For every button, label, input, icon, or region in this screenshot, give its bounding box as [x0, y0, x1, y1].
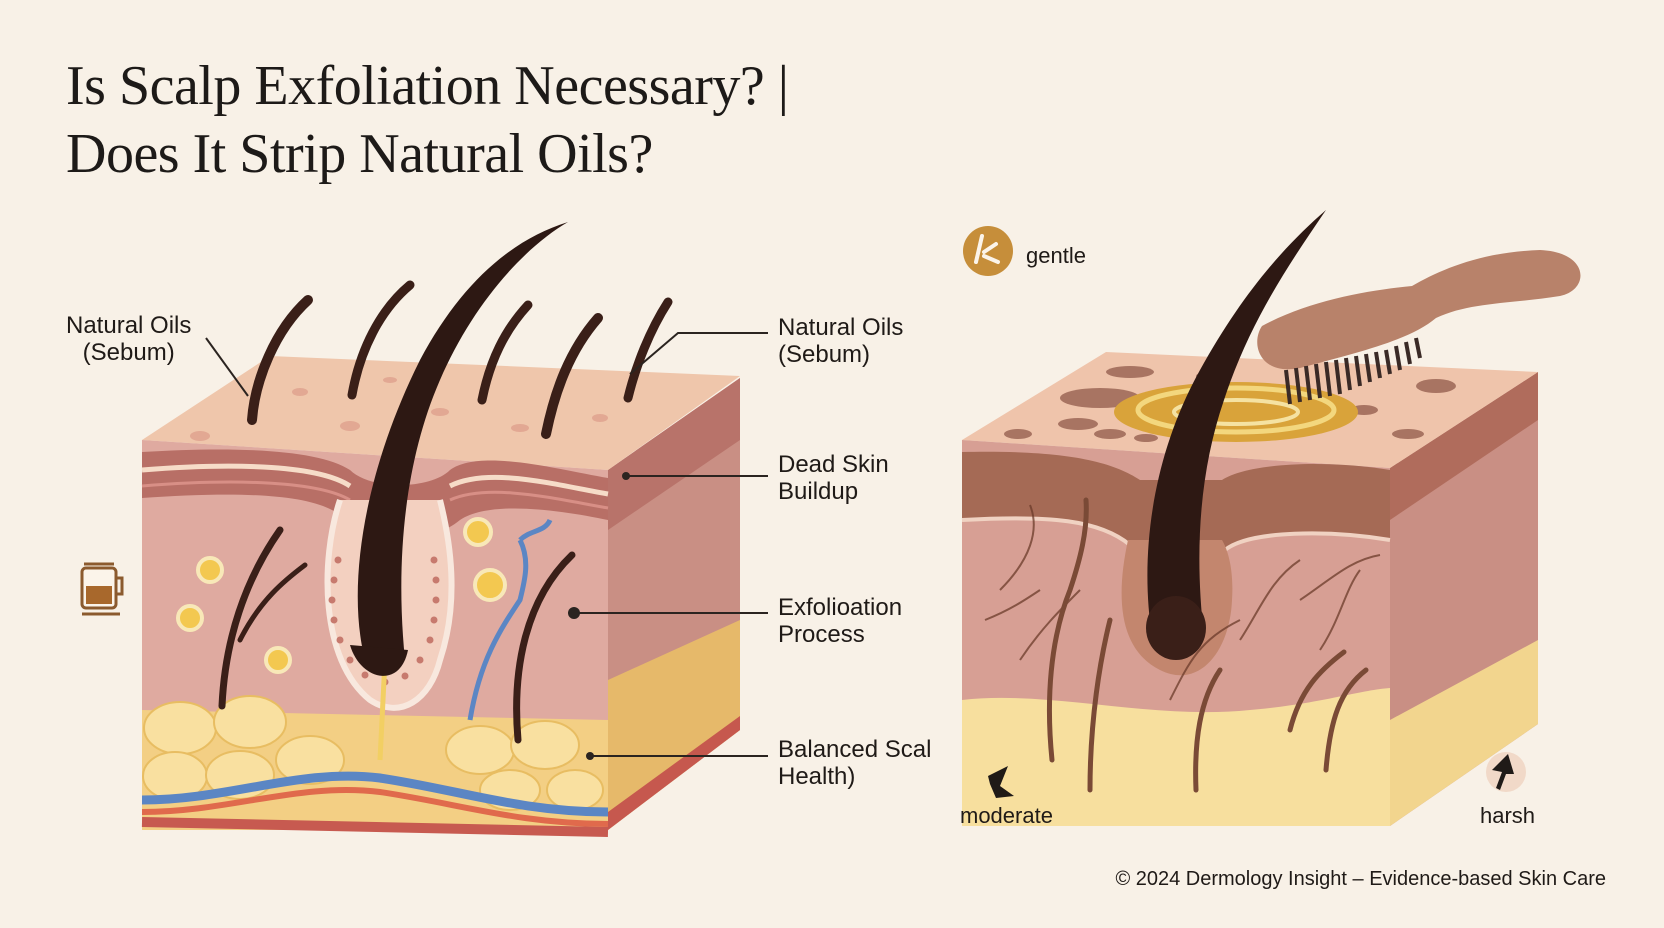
page-title: Is Scalp Exfoliation Necessary? | Does I… — [66, 52, 789, 188]
left-skin-cross-section — [141, 222, 740, 837]
right-hair-shaft — [1147, 210, 1326, 636]
right-skin-cross-section — [961, 210, 1581, 826]
label-leader-lines — [205, 332, 768, 757]
arrow-up-icon — [1486, 752, 1526, 792]
sebum-droplets — [176, 517, 507, 674]
title-line-1: Is Scalp Exfoliation Necessary? | — [66, 55, 789, 117]
fat-cells — [142, 695, 604, 811]
main-hair-shaft — [357, 222, 568, 670]
label-gentle: gentle — [1026, 243, 1086, 268]
scalp-brush-icon — [1257, 250, 1581, 405]
gentle-level-icon — [963, 226, 1013, 276]
hair-strands — [218, 280, 673, 744]
title-line-2: Does It Strip Natural Oils? — [66, 123, 653, 185]
label-harsh: harsh — [1480, 803, 1536, 828]
oil-cup-icon — [80, 562, 124, 616]
footer-copyright: © 2024 Dermology Insight – Evidence-base… — [1115, 868, 1606, 890]
label-moderate: moderate — [960, 803, 1053, 828]
arrow-down-icon — [988, 766, 1014, 798]
label-exfoliation-process: Exfolioation Process — [778, 594, 903, 648]
label-dead-skin-buildup: Dead Skin Buildup — [778, 451, 889, 505]
label-balanced-scalp-health: Balanced Scal Health) — [778, 736, 932, 790]
label-natural-oils-left: Natural Oils (Sebum) — [66, 312, 192, 366]
label-natural-oils-right: Natural Oils (Sebum) — [778, 314, 904, 368]
